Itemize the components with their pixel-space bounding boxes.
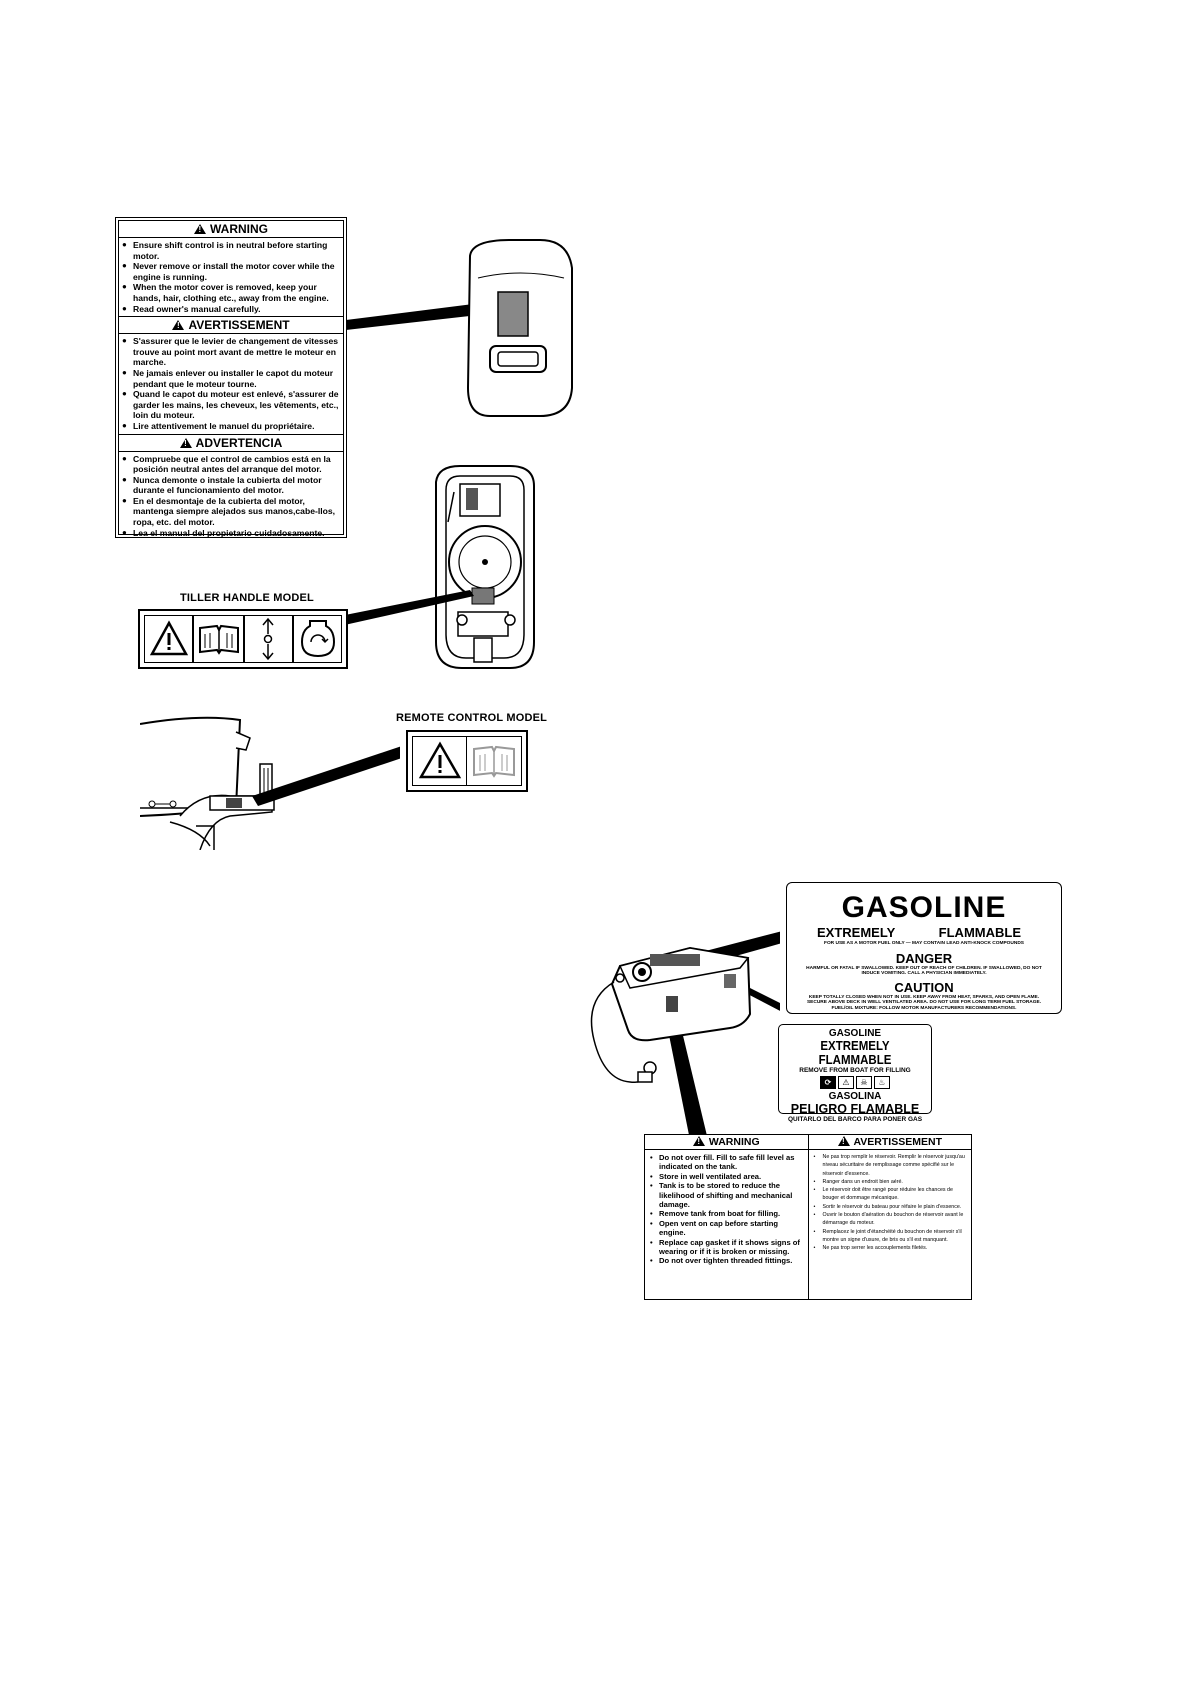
tiller-leader-line (340, 590, 474, 626)
warning-triangle-icon (179, 437, 192, 448)
gasoline-word: GASOLINE (828, 1028, 882, 1039)
warning-triangle-icon (837, 1136, 850, 1146)
list-item: Ensure shift control is in neutral befor… (122, 240, 339, 261)
remove-for-filling-text: REMOVE FROM BOAT FOR FILLING (799, 1067, 911, 1074)
list-item: When the motor cover is removed, keep yo… (122, 282, 339, 303)
warning-triangle-icon (692, 1136, 705, 1146)
warning-triangle-icon (144, 615, 194, 663)
warning-column-title: WARNING (645, 1135, 808, 1150)
danger-heading: DANGER (895, 950, 953, 966)
list-item: Lea el manual del propietario cuidadosam… (122, 528, 339, 539)
avertissement-section-title: AVERTISSEMENT (119, 316, 343, 335)
warning-list-fr: Ne pas trop remplir le réservoir. Rempli… (809, 1150, 972, 1255)
list-item: Remplacez le joint d'étanchéité du bouch… (814, 1228, 968, 1245)
tiller-model-caption: TILLER HANDLE MODEL (180, 592, 314, 604)
list-item: Read owner's manual carefully. (122, 304, 339, 315)
list-item: Ranger dans un endroit bien aéré. (814, 1178, 968, 1187)
list-item: Replace cap gasket if it shows signs of … (650, 1238, 804, 1257)
list-item: Lire attentivement le manuel du propriét… (122, 421, 339, 432)
tiller-icon-label (138, 609, 348, 669)
list-item: Nunca demonte o instale la cubierta del … (122, 475, 339, 496)
fuel-use-note: FOR USE AS A MOTOR FUEL ONLY — MAY CONTA… (824, 941, 1024, 946)
list-item: Ne jamais enlever ou installer le capot … (122, 368, 339, 389)
caution-text: KEEP TOTALLY CLOSED WHEN NOT IN USE. KEE… (806, 994, 1042, 1011)
warning-triangle-icon (194, 224, 206, 234)
list-item: S'assurer que le levier de changement de… (122, 336, 339, 368)
warning-triangle-icon: ⚠ (838, 1076, 854, 1089)
warning-section-title: WARNING (119, 221, 343, 238)
warning-triangle-icon (172, 320, 185, 331)
list-item: Never remove or install the motor cover … (122, 261, 339, 282)
warning-list-en: Do not over fill. Fill to safe fill leve… (645, 1150, 808, 1268)
peligro-flamable-text: PELIGRO FLAMABLE (790, 1102, 920, 1116)
shift-neutral-icon (243, 615, 293, 663)
list-item: Remove tank from boat for filling. (650, 1209, 804, 1219)
warning-triangle-icon (412, 736, 468, 786)
remote-motor-illustration (140, 716, 400, 850)
list-item: Tank is to be stored to reduce the likel… (650, 1181, 804, 1209)
gasoline-bilingual-label: GASOLINE EXTREMELY FLAMMABLE REMOVE FROM… (778, 1024, 932, 1123)
motor-warning-label: WARNING Ensure shift control is in neutr… (115, 217, 347, 538)
quitarlo-text: QUITARLO DEL BARCO PARA PONER GAS (787, 1116, 923, 1123)
list-item: Open vent on cap before starting engine. (650, 1219, 804, 1238)
remote-icon-label (406, 730, 528, 792)
list-item: Sortir le réservoir du bateau pour réfai… (814, 1203, 968, 1212)
flame-icon: ♨ (874, 1076, 890, 1089)
list-item: Ne pas trop remplir le réservoir. Rempli… (814, 1153, 968, 1178)
recycle-icon: ⟳ (820, 1076, 836, 1089)
list-item: Do not over tighten threaded fittings. (650, 1256, 804, 1266)
avertissement-list: S'assurer que le levier de changement de… (119, 334, 343, 433)
warning-column-en: WARNING Do not over fill. Fill to safe f… (645, 1135, 808, 1299)
avertissement-column-title: AVERTISSEMENT (808, 1135, 971, 1150)
skull-icon: ☠ (856, 1076, 872, 1089)
list-item: Store in well ventilated area. (650, 1172, 804, 1182)
motor-cover-illustration (346, 239, 573, 417)
remote-model-caption: REMOTE CONTROL MODEL (396, 712, 548, 724)
warning-list: Ensure shift control is in neutral befor… (119, 238, 343, 316)
manual-book-icon (193, 615, 244, 663)
advertencia-section-title: ADVERTENCIA (119, 433, 343, 452)
list-item: Quand le capot du moteur est enlevé, s'a… (122, 389, 339, 421)
manual-book-icon (467, 736, 522, 786)
warning-column-fr: AVERTISSEMENT Ne pas trop remplir le rés… (807, 1135, 972, 1299)
extremely-flammable-text: EXTREMELY FLAMMABLE (818, 1039, 892, 1067)
list-item: Le réservoir doit être rangé pour réduir… (814, 1186, 968, 1203)
list-item: Ne pas trop serrer les accouplements fil… (814, 1244, 968, 1253)
list-item: Ouvrir le bouton d'aération du bouchon d… (814, 1211, 968, 1228)
list-item: Compruebe que el control de cambios está… (122, 454, 339, 475)
motor-engine-illustration (435, 465, 535, 669)
list-item: Do not over fill. Fill to safe fill leve… (650, 1153, 804, 1172)
tank-warning-table: WARNING Do not over fill. Fill to safe f… (644, 1134, 972, 1300)
gasolina-word: GASOLINA (828, 1091, 882, 1102)
caution-heading: CAUTION (894, 979, 954, 995)
fuel-tank-illustration (590, 931, 780, 1140)
list-item: En el desmontaje de la cubierta del moto… (122, 496, 339, 528)
danger-text: HARMFUL OR FATAL IF SWALLOWED. KEEP OUT … (806, 965, 1042, 977)
hazard-icons: ⟳ ⚠ ☠ ♨ (779, 1076, 931, 1089)
advertencia-list: Compruebe que el control de cambios está… (119, 452, 343, 541)
engine-start-icon (293, 615, 343, 663)
gasoline-title: GASOLINE (841, 891, 1007, 924)
